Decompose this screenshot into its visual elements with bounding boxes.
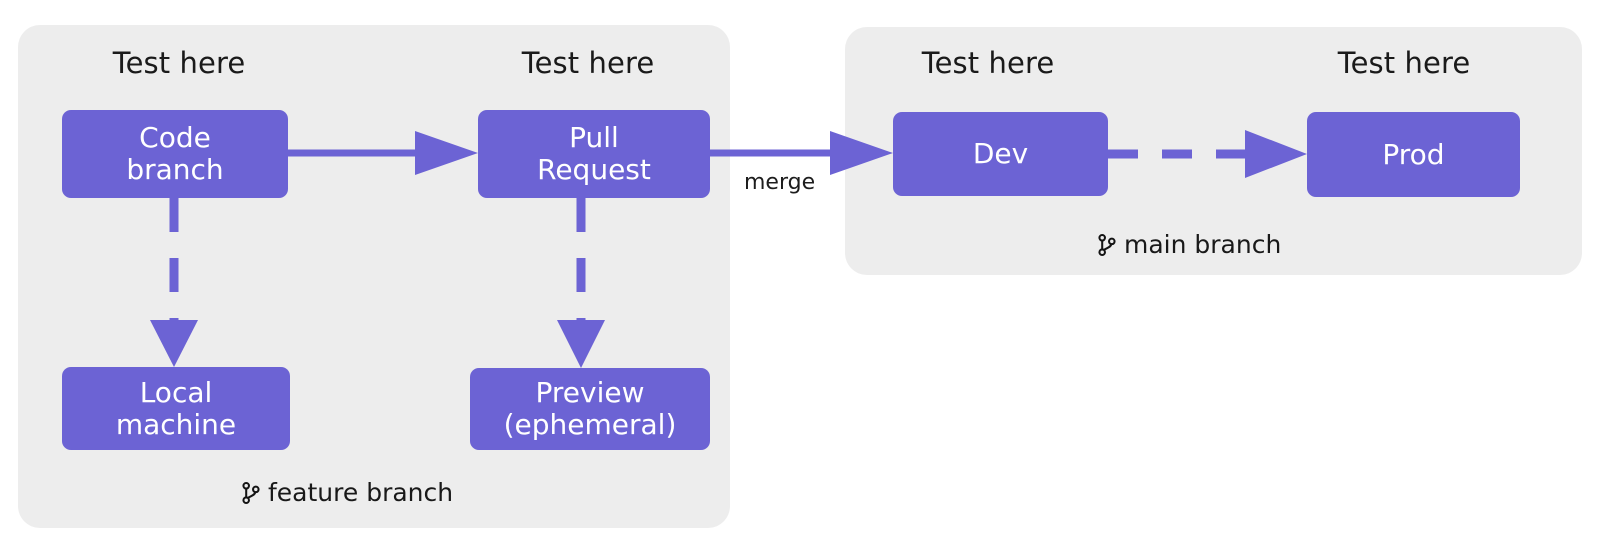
feature-branch-group-panel: [18, 25, 730, 528]
node-pull-request-label: Pull Request: [537, 121, 651, 186]
test-here-label-dev: Test here: [921, 46, 1055, 80]
node-code-branch-label: Code branch: [126, 121, 224, 186]
edge-label-merge: merge: [740, 170, 820, 195]
test-here-label-prod: Test here: [1337, 46, 1471, 80]
node-prod[interactable]: Prod: [1307, 112, 1520, 197]
feature-branch-tag-label: feature branch: [268, 478, 454, 507]
node-dev-label: Dev: [972, 137, 1029, 171]
node-local-machine[interactable]: Local machine: [62, 367, 290, 450]
main-branch-tag: main branch: [1096, 230, 1281, 259]
node-dev[interactable]: Dev: [893, 112, 1108, 196]
node-pull-request[interactable]: Pull Request: [478, 110, 710, 198]
test-here-label-pull-request: Test here: [521, 46, 655, 80]
node-code-branch[interactable]: Code branch: [62, 110, 288, 198]
node-preview-ephemeral[interactable]: Preview (ephemeral): [470, 368, 710, 450]
node-local-machine-label: Local machine: [115, 375, 237, 441]
feature-branch-tag: feature branch: [240, 478, 453, 507]
test-here-label-code-branch: Test here: [112, 46, 246, 80]
git-branch-icon: [1096, 232, 1118, 258]
git-branch-icon: [240, 480, 262, 506]
node-preview-ephemeral-label: Preview (ephemeral): [503, 376, 677, 441]
main-branch-tag-label: main branch: [1124, 230, 1282, 259]
node-prod-label: Prod: [1382, 137, 1445, 171]
